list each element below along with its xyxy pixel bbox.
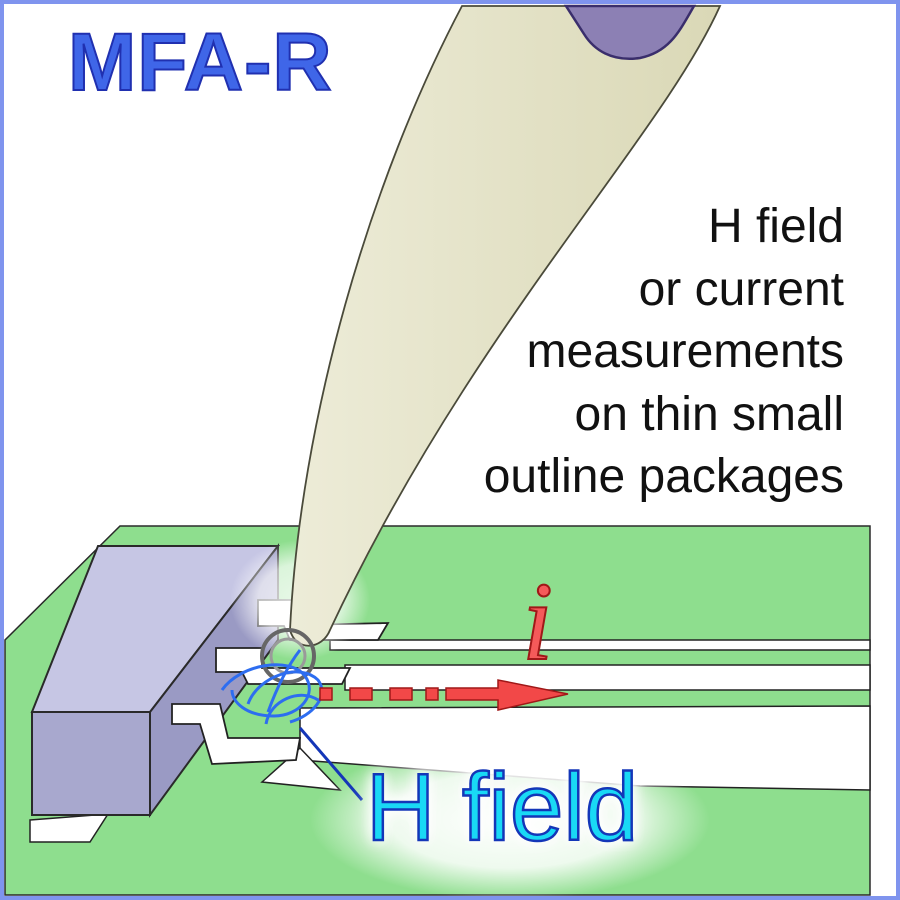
board-white-wedge xyxy=(260,746,342,791)
h-field-label: H field xyxy=(365,754,640,861)
trace-gap-upper xyxy=(329,639,871,651)
probe-body xyxy=(289,5,722,647)
description-line: H field xyxy=(707,200,844,253)
description-line: on thin small xyxy=(574,387,844,441)
description-line: outline packages xyxy=(483,450,844,503)
description: H field or current measurements on thin … xyxy=(484,196,844,509)
chip-lead-3 xyxy=(171,703,302,765)
current-arrow xyxy=(319,679,569,711)
current-symbol: i xyxy=(521,560,554,684)
label-glow xyxy=(310,740,710,900)
description-line: measurements xyxy=(526,325,844,378)
h-field-lines xyxy=(220,649,324,725)
description-line: or current xyxy=(638,262,844,316)
h-field-pointer xyxy=(298,727,364,801)
trace-gap-middle xyxy=(344,664,871,691)
title: MFA-R xyxy=(67,17,333,108)
probe-cap xyxy=(563,4,697,61)
probe-tip-ring xyxy=(260,628,316,684)
chip-front-face xyxy=(31,711,151,816)
